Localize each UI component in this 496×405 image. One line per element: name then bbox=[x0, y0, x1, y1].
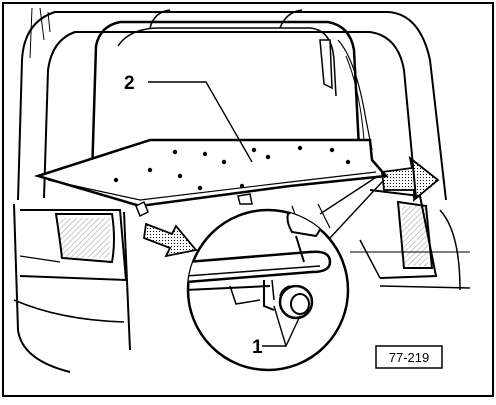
panel-fastener-dots bbox=[113, 145, 351, 191]
figure-border bbox=[2, 2, 494, 397]
right-pull-arrow bbox=[381, 155, 440, 202]
luggage-cover-panel bbox=[33, 138, 389, 218]
callout-label-1: 1 bbox=[252, 337, 263, 358]
figure-reference-label: 77-219 bbox=[389, 350, 429, 365]
fastening-knob bbox=[278, 284, 314, 320]
right-tail-light bbox=[402, 206, 428, 266]
callout-1-leader bbox=[262, 305, 301, 347]
rear-seat bbox=[117, 9, 373, 151]
magnify-guide-lines bbox=[319, 175, 383, 239]
figure-reference-box: 77-219 bbox=[375, 345, 443, 369]
callout-2-leader bbox=[148, 81, 253, 163]
rear-body bbox=[13, 189, 471, 373]
tailgate-opening bbox=[17, 7, 447, 201]
left-tail-light bbox=[60, 218, 110, 258]
left-pull-arrow bbox=[143, 222, 198, 258]
callout-label-2: 2 bbox=[124, 73, 135, 94]
detail-magnifier bbox=[186, 208, 350, 372]
